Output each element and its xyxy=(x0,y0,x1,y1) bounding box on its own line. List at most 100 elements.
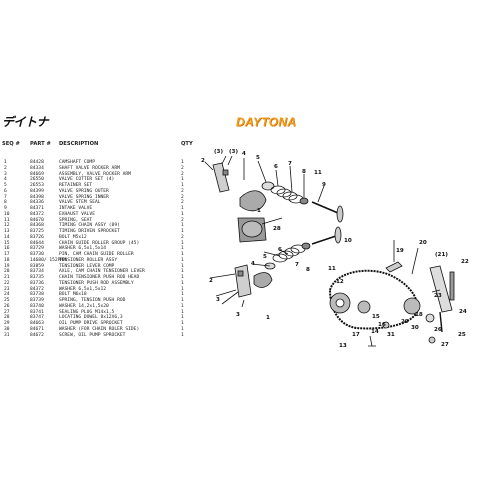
part-number: 83725 xyxy=(30,229,44,234)
part-qty: 1 xyxy=(181,332,184,338)
part-seq: 23 xyxy=(4,286,10,292)
callout-3-lower: 3 xyxy=(216,297,220,303)
part-number: 84670 xyxy=(30,217,44,223)
part-description: CAMSHAFT COMP xyxy=(59,160,95,165)
part-qty: 1 xyxy=(181,240,184,246)
part-qty: 1 xyxy=(181,269,184,275)
part-seq: 3 xyxy=(4,171,7,177)
part-seq: 20 xyxy=(4,269,10,275)
exhaust-valve xyxy=(311,235,337,245)
part-seq: 5 xyxy=(4,183,7,188)
part-seq: 21 xyxy=(4,275,10,280)
parts-row: 6 84399 VALVE SPRING OUTER 2 xyxy=(0,189,200,195)
part-seq: 13 xyxy=(4,229,10,234)
part-description: LOCATING DOWEL 8x12X6,3 xyxy=(59,315,123,321)
part-number: 83740 xyxy=(30,303,44,309)
callout-5: 5 xyxy=(256,155,260,161)
callout-30: 30 xyxy=(411,325,419,331)
part-qty: 1 xyxy=(181,252,184,257)
part-number: 84671 xyxy=(30,326,44,332)
part-qty: 1 xyxy=(181,321,184,326)
part-seq: 6 xyxy=(4,188,7,194)
part-number: 84336 xyxy=(30,200,44,206)
callout-17: 17 xyxy=(352,332,360,338)
column-header-seq: SEQ # xyxy=(2,141,20,147)
brand-logo-japanese: デイトナ xyxy=(2,115,49,129)
part-description: WASHER 14,2x1,5x20 xyxy=(59,303,109,309)
part-number: 26553 xyxy=(30,183,44,188)
callout-12: 12 xyxy=(336,279,344,285)
part-description: INTAKE VALVE xyxy=(59,206,93,211)
part-description: VALVE SPRING INNER xyxy=(59,194,109,200)
part-seq: 16 xyxy=(4,246,10,252)
callout-10: 10 xyxy=(344,238,352,244)
part-number: 83736 xyxy=(30,280,44,286)
part-description: SPRING, TENSION PUSH ROD xyxy=(59,298,126,303)
callout-8-lower: 8 xyxy=(306,267,310,273)
part-qty: 1 xyxy=(181,160,184,165)
part-seq: 8 xyxy=(4,200,7,206)
part-seq: 17 xyxy=(4,252,10,257)
part-seq: 29 xyxy=(4,321,10,326)
callout-20: 20 xyxy=(419,240,427,246)
part-number: 84368 xyxy=(30,223,44,229)
part-number: 84669 xyxy=(30,171,44,177)
part-description: BOLT M6x18 xyxy=(59,292,87,298)
part-description: BOLT M5x12 xyxy=(59,234,87,240)
part-number: 83741 xyxy=(30,309,44,315)
part-description: VALVE COTTER SET (4) xyxy=(59,177,115,183)
part-qty: 1 xyxy=(181,263,184,269)
part-description: TIMING CHAIN ASSY (89) xyxy=(59,223,120,229)
part-description: WASHER 6,5x1,5x12 xyxy=(59,286,107,292)
part-number: 83747 xyxy=(30,315,44,321)
tensioner-lever xyxy=(385,261,403,273)
part-seq: 26 xyxy=(4,303,10,309)
part-qty: 2 xyxy=(181,188,184,194)
part-qty: 1 xyxy=(181,309,184,315)
part-seq: 22 xyxy=(4,280,10,286)
part-number: 84399 xyxy=(30,188,44,194)
callout-26: 26 xyxy=(434,327,442,333)
part-number: 14680/ 152PMM xyxy=(30,257,66,263)
callout-27: 27 xyxy=(441,342,449,348)
part-qty: 1 xyxy=(181,280,184,286)
part-description: TENSIONER PUSH ROD ASSEMBLY xyxy=(59,280,134,286)
part-seq: 7 xyxy=(4,194,7,200)
part-seq: 19 xyxy=(4,263,10,269)
part-number: 83726 xyxy=(30,234,44,240)
valve-spring-lower xyxy=(264,242,311,270)
callout-11-lower: 11 xyxy=(328,266,336,272)
part-number: 84371 xyxy=(30,206,44,211)
part-seq: 27 xyxy=(4,309,10,315)
part-number: 83729 xyxy=(30,246,44,252)
part-seq: 2 xyxy=(4,165,7,171)
part-description: OIL PUMP DRIVE SPROCKET xyxy=(59,321,123,326)
tensioner-push-rod xyxy=(429,265,453,313)
part-seq: 1 xyxy=(4,160,7,165)
part-seq: 25 xyxy=(4,298,10,303)
part-seq: 31 xyxy=(4,332,10,338)
callout-21: (21) xyxy=(435,252,448,258)
callout-6-lower: 6 xyxy=(278,247,282,253)
part-description: WASHER (FOR CHAIN ROLER SIDE) xyxy=(59,326,140,332)
callout-2-lower: 2 xyxy=(209,278,213,284)
part-seq: 4 xyxy=(4,177,7,183)
part-qty: 1 xyxy=(181,257,184,263)
part-description: VALVE SPRING OUTER xyxy=(59,188,109,194)
part-description: CHAIN TENSIONER PUSH ROD HEAD xyxy=(59,275,140,280)
part-qty: 2 xyxy=(181,200,184,206)
part-description: VALVE STEM SEAL xyxy=(59,200,101,206)
